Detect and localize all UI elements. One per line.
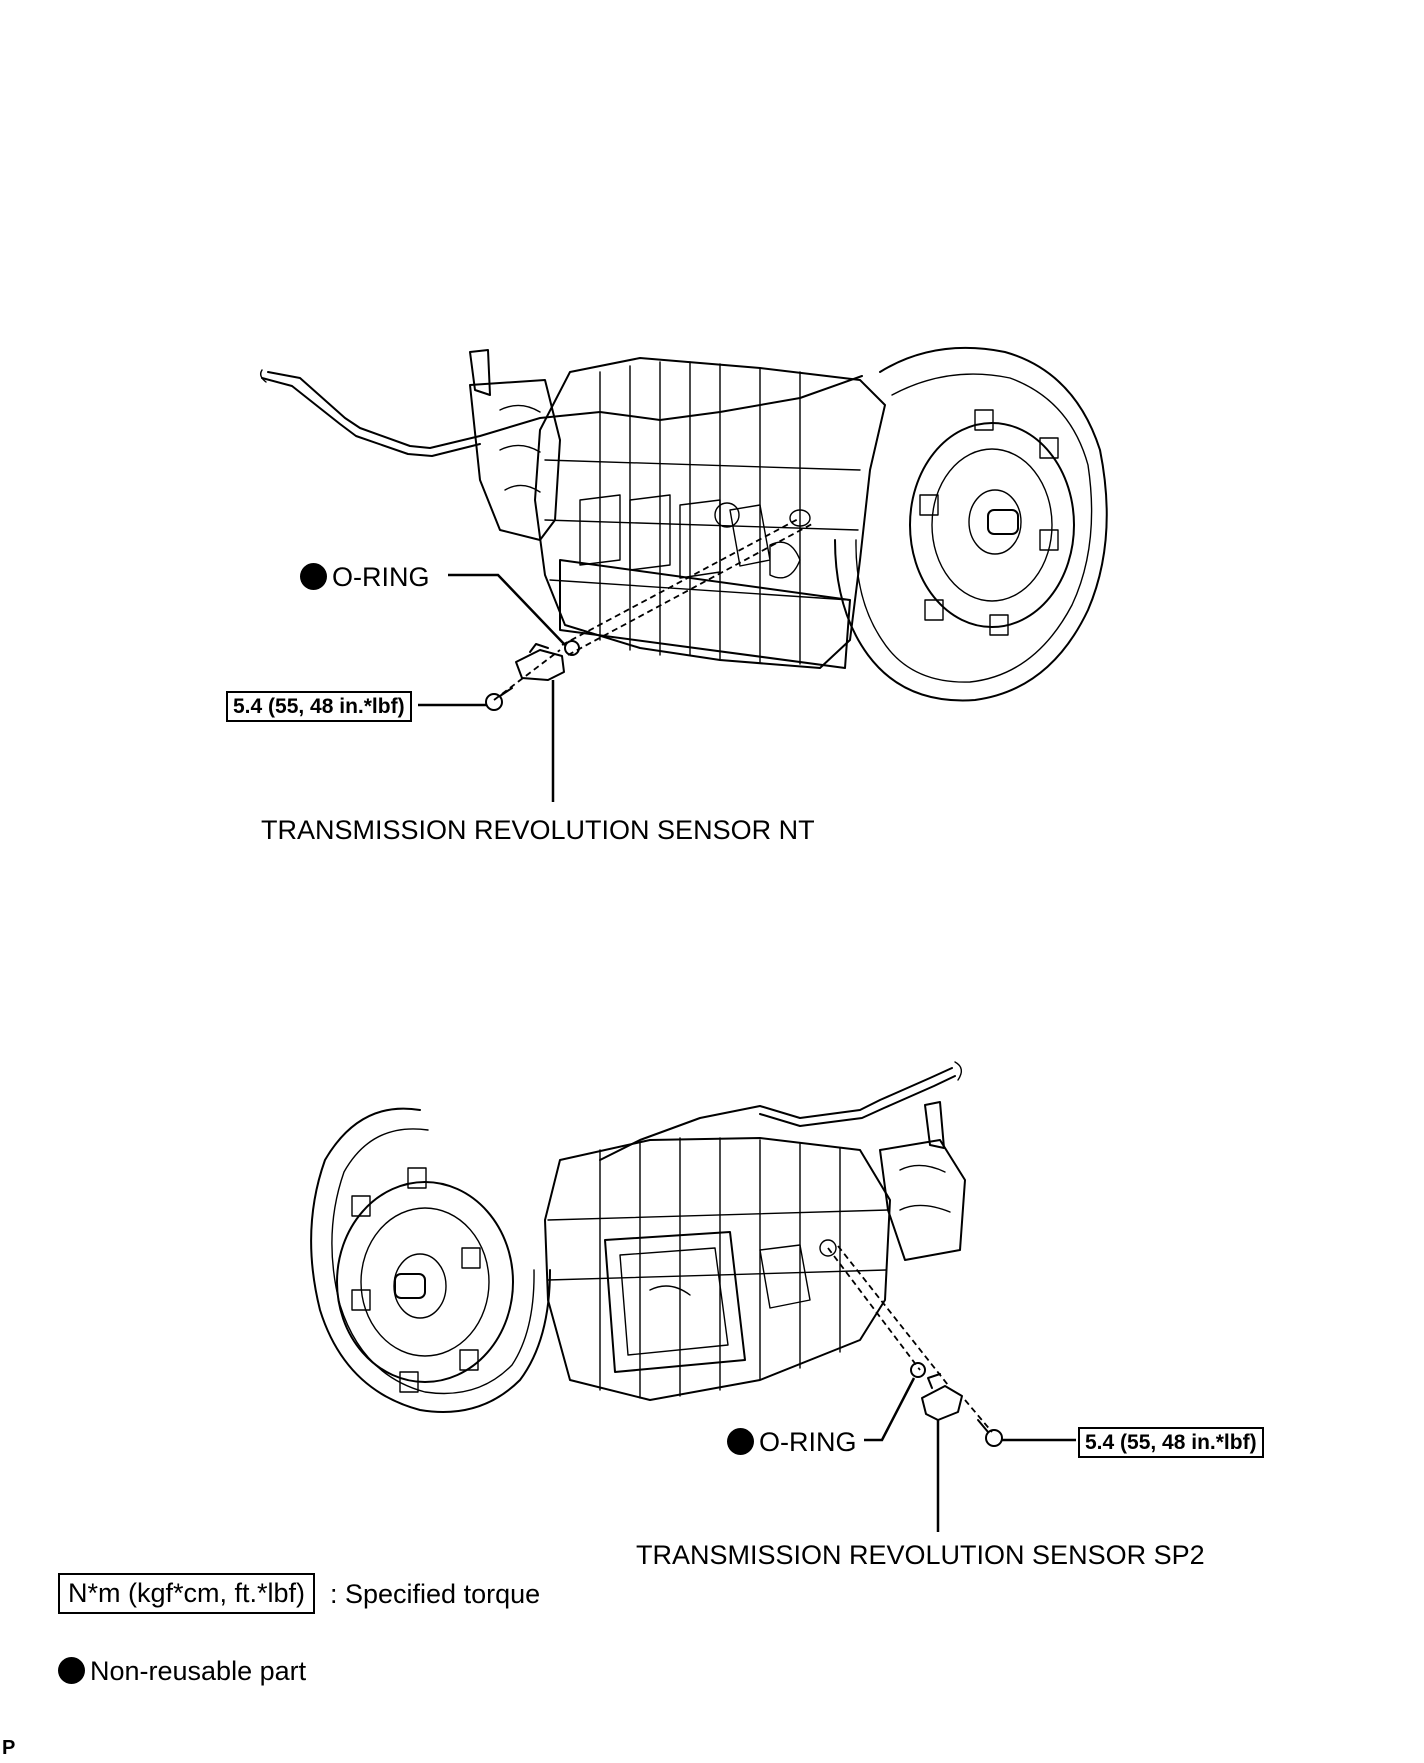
- legend-torque-text: : Specified torque: [330, 1579, 541, 1609]
- nonreusable-dot-icon: [300, 563, 327, 590]
- oring-callout-lower: O-RING: [727, 1428, 857, 1456]
- transmission-assembly-upper: [259, 347, 1108, 702]
- transmission-assembly-lower: [310, 1061, 966, 1413]
- install-line-lower-3: [964, 1399, 993, 1433]
- corner-mark: P: [2, 1737, 16, 1759]
- sensor-sp2-drawing: [921, 1373, 963, 1421]
- install-line-upper-2: [567, 523, 813, 656]
- oring-callout-upper: O-RING: [300, 563, 430, 591]
- bolt-upper: [485, 687, 513, 711]
- oring-label-lower: O-RING: [759, 1427, 857, 1457]
- sensor-nt-label: TRANSMISSION REVOLUTION SENSOR NT: [261, 815, 815, 845]
- torque-spec-upper: 5.4 (55, 48 in.*lbf): [226, 691, 412, 722]
- leader-oring-lower: [864, 1377, 916, 1442]
- install-line-lower-1: [827, 1247, 921, 1371]
- legend-torque-box: N*m (kgf*cm, ft.*lbf): [58, 1573, 316, 1614]
- nonreusable-dot-icon: [58, 1657, 85, 1684]
- sensor-nt-drawing: [515, 643, 565, 681]
- legend-nonreusable: Non-reusable part: [58, 1657, 306, 1685]
- o-ring-upper: [564, 640, 580, 656]
- torque-spec-lower: 5.4 (55, 48 in.*lbf): [1078, 1427, 1264, 1458]
- install-line-lower-2: [837, 1245, 949, 1386]
- install-line-upper-1: [561, 517, 801, 646]
- o-ring-lower: [910, 1362, 926, 1378]
- leader-oring-upper: [448, 573, 566, 646]
- sensor-sp2-label: TRANSMISSION REVOLUTION SENSOR SP2: [636, 1540, 1205, 1570]
- oring-label-upper: O-RING: [332, 562, 430, 592]
- bolt-lower: [977, 1419, 1003, 1447]
- nonreusable-dot-icon: [727, 1428, 754, 1455]
- legend-nonreusable-text: Non-reusable part: [90, 1656, 307, 1686]
